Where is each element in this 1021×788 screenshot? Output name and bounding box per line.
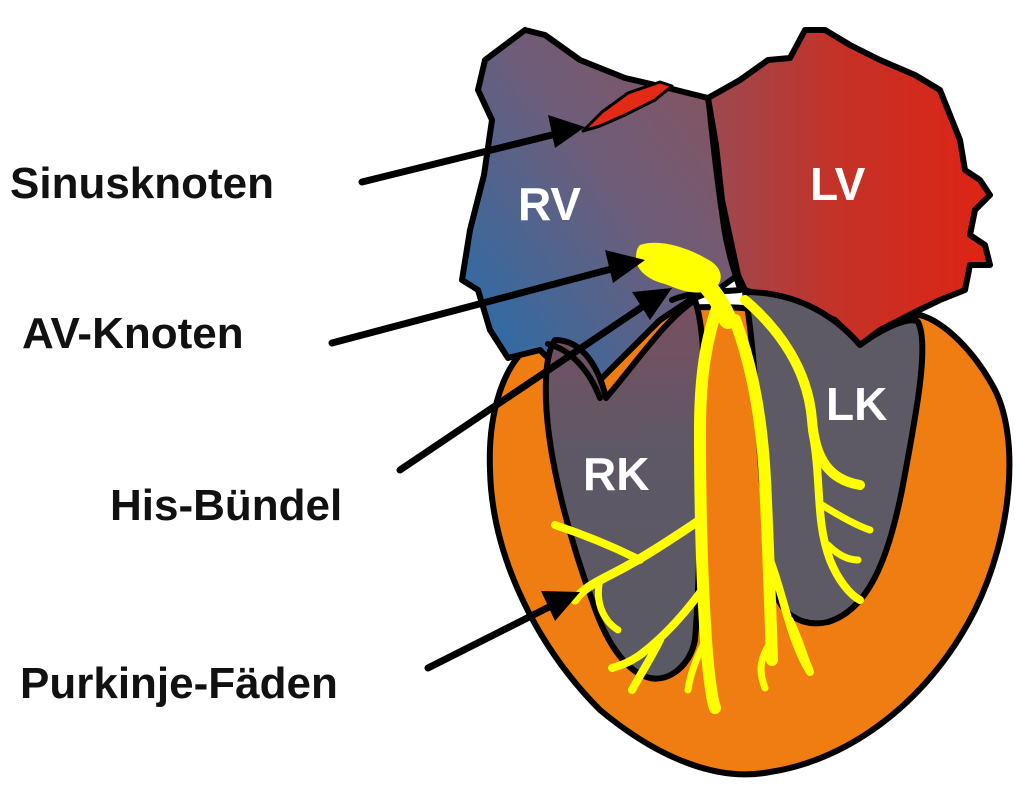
label-av-knoten: AV-Knoten <box>22 309 244 358</box>
label-sinusknoten: Sinusknoten <box>10 159 274 208</box>
label-his-buendel: His-Bündel <box>110 481 342 530</box>
label-purkinje-faeden: Purkinje-Fäden <box>20 659 338 708</box>
chamber-label-lk: LK <box>826 378 887 430</box>
chamber-label-lv: LV <box>810 158 866 210</box>
chamber-label-rk: RK <box>583 448 649 500</box>
chamber-label-rv: RV <box>518 178 581 230</box>
